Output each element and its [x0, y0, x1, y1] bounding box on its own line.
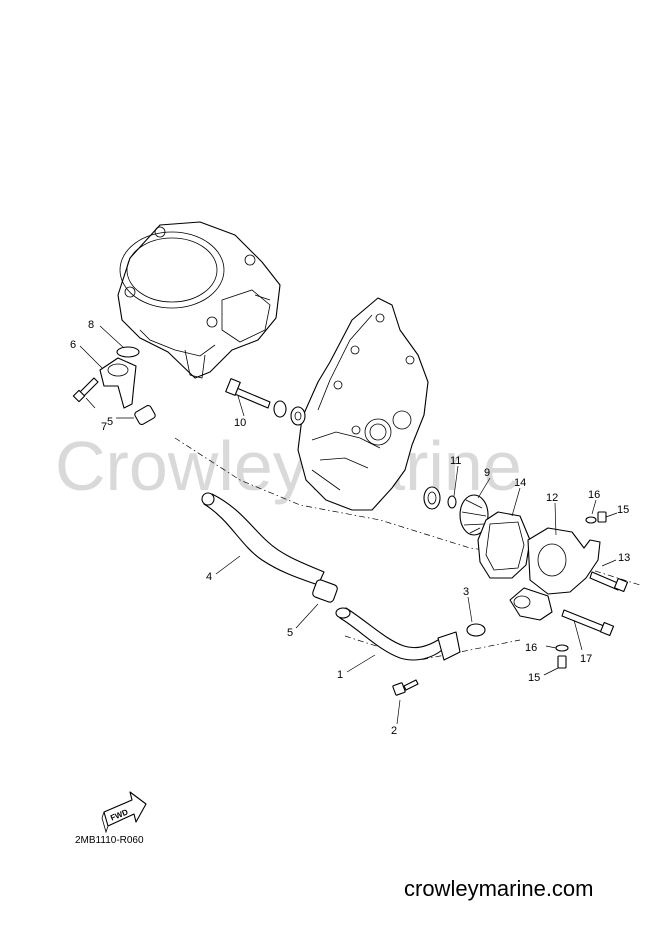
- o-ring-3: [466, 623, 486, 637]
- site-url: crowleymarine.com: [404, 876, 594, 901]
- callout-6: 6: [70, 339, 76, 351]
- water-pipe: [335, 607, 461, 661]
- crankcase-cover: [297, 297, 429, 511]
- bolt-2: [392, 679, 419, 696]
- callout-15-lower: 15: [528, 672, 540, 684]
- bolt-13: [589, 571, 629, 593]
- callout-3: 3: [463, 586, 469, 598]
- callout-10: 10: [234, 417, 246, 429]
- callout-16-upper: 16: [588, 489, 600, 501]
- callout-16-lower: 16: [525, 642, 537, 654]
- bolt-15-lower: [555, 644, 569, 669]
- callout-17: 17: [580, 653, 592, 665]
- callout-9: 9: [484, 467, 490, 479]
- callout-13: 13: [618, 552, 630, 564]
- hose-clamp-lower: [312, 579, 338, 603]
- leader-lines: [79, 325, 618, 725]
- oil-seal: [423, 486, 457, 510]
- gasket: [477, 511, 531, 579]
- bolt-7: [72, 377, 99, 403]
- callout-2: 2: [391, 725, 397, 737]
- hose-clamp-upper: [134, 404, 156, 426]
- callout-5-upper: 5: [107, 416, 113, 428]
- diagram-code: 2MB1110-R060: [75, 835, 144, 846]
- callout-8: 8: [88, 319, 94, 331]
- outlet-fitting: [99, 357, 137, 409]
- water-pump-housing: [509, 527, 601, 621]
- callout-12: 12: [546, 492, 558, 504]
- callout-5-lower: 5: [287, 627, 293, 639]
- callout-14: 14: [514, 477, 526, 489]
- callout-4: 4: [206, 571, 212, 583]
- o-ring: [116, 346, 140, 358]
- callout-15-upper: 15: [617, 504, 629, 516]
- watermark-text: CrowleyMarine: [55, 427, 522, 505]
- callout-7: 7: [101, 421, 107, 433]
- cylinder-block: [117, 221, 281, 379]
- callout-1: 1: [337, 669, 343, 681]
- impeller-shaft: [225, 378, 306, 426]
- callout-11: 11: [450, 455, 461, 467]
- fwd-arrow-icon: FWD: [101, 791, 147, 834]
- bolt-17: [561, 609, 615, 637]
- callout-labels: 1 2 3 4 5 5 6 7 8 9 10 11 12 13 14 15 15…: [70, 319, 630, 737]
- impeller: [459, 494, 489, 536]
- bolt-15-upper: [585, 511, 607, 524]
- water-hose: [201, 492, 325, 586]
